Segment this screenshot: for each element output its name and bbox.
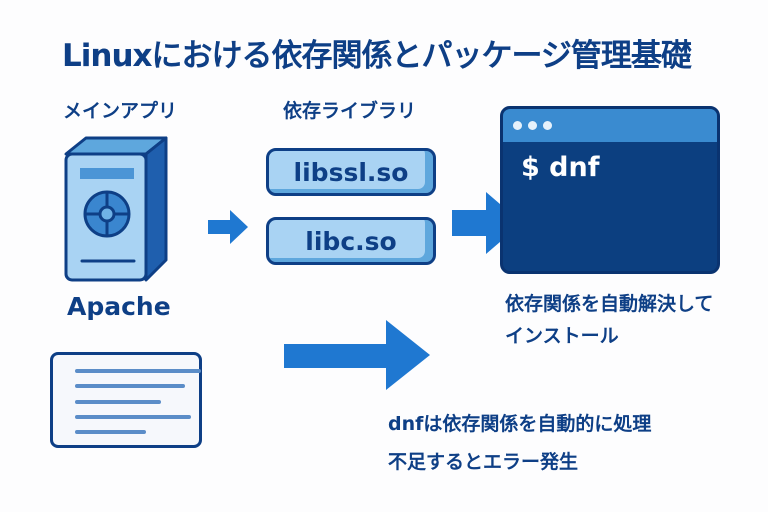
- arrow-right-icon: [208, 210, 248, 244]
- dependencies-label: 依存ライブラリ: [283, 100, 417, 122]
- main-app-name: Apache: [67, 292, 171, 321]
- library-item: libssl.so: [266, 148, 436, 196]
- terminal-command: $ dnf: [521, 152, 600, 183]
- main-app-label: メインアプリ: [63, 100, 178, 122]
- arrow-right-icon: [284, 320, 430, 390]
- page-title: Linuxにおける依存関係とパッケージ管理基礎: [62, 38, 692, 74]
- terminal-window: $ dnf: [500, 106, 720, 274]
- arrow-right-icon: [452, 192, 522, 254]
- window-dot-icon: [528, 121, 537, 130]
- document-icon: [50, 352, 202, 448]
- note-text: dnfは依存関係を自動的に処理 不足するとエラー発生: [388, 405, 651, 481]
- note-line2: 不足するとエラー発生: [388, 451, 579, 473]
- server-icon: [64, 136, 168, 282]
- terminal-titlebar: [503, 109, 717, 142]
- window-dot-icon: [513, 121, 522, 130]
- terminal-caption: 依存関係を自動解決して インストール: [505, 288, 713, 352]
- window-dot-icon: [543, 121, 552, 130]
- note-line1: dnfは依存関係を自動的に処理: [388, 413, 652, 435]
- library-item: libc.so: [266, 217, 436, 265]
- terminal-caption-line1: 依存関係を自動解決して: [505, 293, 714, 315]
- terminal-caption-line2: インストール: [505, 325, 619, 347]
